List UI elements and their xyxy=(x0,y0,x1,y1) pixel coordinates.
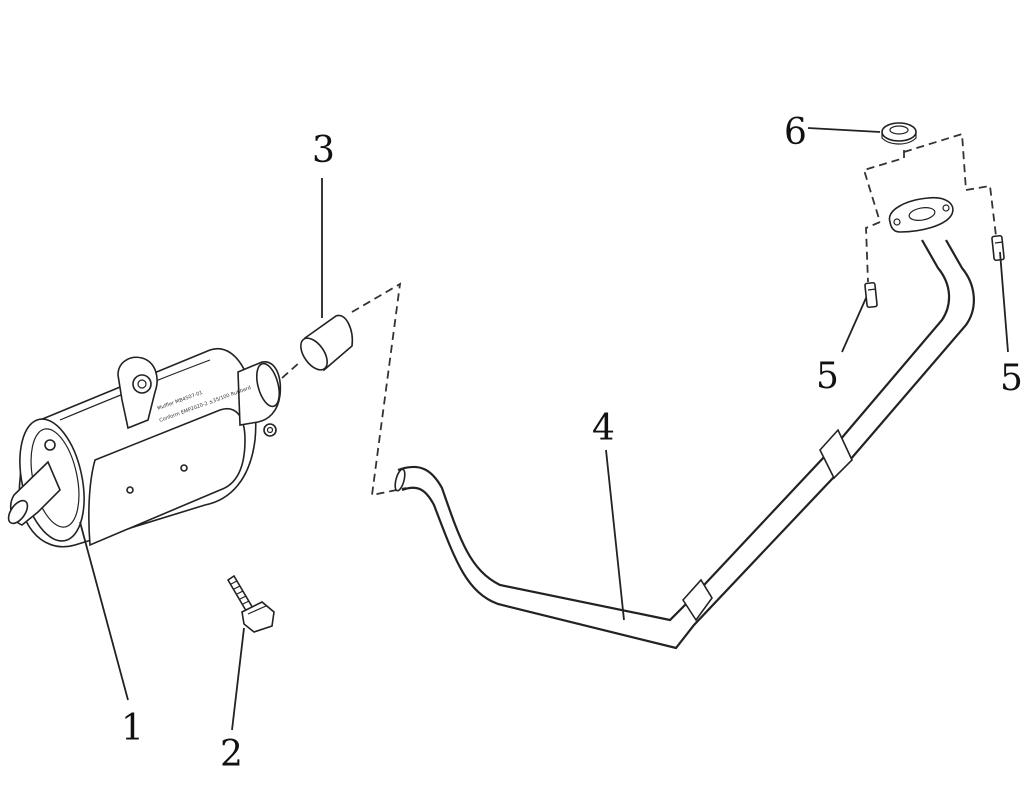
leader-line-4 xyxy=(605,449,625,621)
leader-line-5-right xyxy=(999,251,1009,353)
gasket-alignment-line xyxy=(351,282,407,497)
callout-1: 1 xyxy=(121,708,144,749)
leader-line-5-left xyxy=(841,297,867,353)
callout-2: 2 xyxy=(220,734,243,775)
muffler-inlet-alignment-line xyxy=(281,361,301,379)
callout-5-left: 5 xyxy=(816,356,839,397)
port-alignment-line-left xyxy=(865,221,881,283)
callout-6: 6 xyxy=(784,112,807,153)
leader-line-2 xyxy=(231,627,245,731)
nut-part-5-left xyxy=(864,281,878,309)
leader-line-1 xyxy=(79,521,129,701)
callout-3: 3 xyxy=(312,130,335,171)
exhaust-pipe-part-4 xyxy=(394,196,975,650)
port-alignment-line-center xyxy=(862,150,905,223)
leader-line-6 xyxy=(807,127,881,133)
port-alignment-line-top xyxy=(903,132,967,191)
flange-bolt-part-2 xyxy=(226,574,275,633)
port-alignment-line-right xyxy=(965,184,997,237)
exhaust-gasket-part-3 xyxy=(300,314,354,372)
nut-part-5-right xyxy=(991,234,1005,262)
muffler-part-1: Muffler MB4507-01 Conform EMP2020-2 ±35/… xyxy=(7,347,282,548)
callout-4: 4 xyxy=(592,408,615,449)
callout-5-right: 5 xyxy=(1000,358,1023,399)
port-gasket-part-6 xyxy=(881,122,917,145)
